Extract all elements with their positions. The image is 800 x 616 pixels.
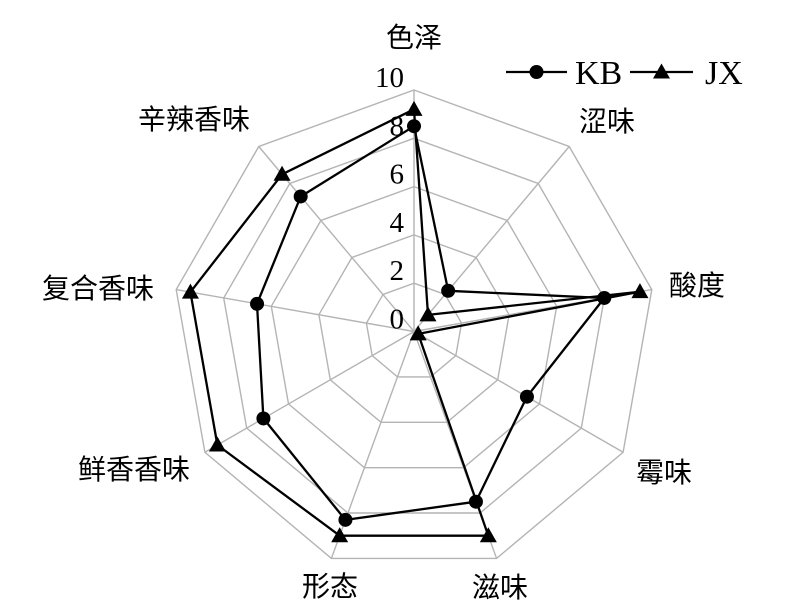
circle-icon — [441, 283, 456, 298]
circle-icon — [256, 411, 271, 426]
triangle-icon — [405, 100, 423, 116]
tick-label: 4 — [390, 207, 405, 239]
series-kb — [250, 119, 612, 527]
axis-label: 霉味 — [636, 457, 692, 489]
axis-spoke — [204, 330, 415, 453]
legend-label: KB — [575, 55, 622, 92]
axis-label: 复合香味 — [42, 273, 154, 305]
axis-label: 滋味 — [472, 572, 528, 604]
series-jx — [181, 100, 649, 543]
circle-icon — [338, 512, 353, 527]
triangle-icon — [331, 527, 349, 543]
triangle-icon — [479, 527, 497, 543]
axis-label: 形态 — [302, 571, 358, 603]
axis-label: 鲜香香味 — [78, 454, 190, 486]
axis-label: 辛辣香味 — [138, 104, 250, 136]
chart-legend: KB JX — [506, 55, 743, 92]
circle-icon — [519, 389, 534, 404]
legend-item-jx: JX — [630, 55, 743, 92]
tick-label: 6 — [390, 159, 405, 191]
tick-label: 2 — [390, 255, 405, 287]
circle-icon — [293, 189, 308, 204]
circle-icon — [529, 65, 544, 79]
triangle-icon — [653, 63, 670, 79]
series-line — [189, 108, 642, 537]
axis-spoke — [176, 288, 415, 333]
triangle-icon — [273, 165, 291, 181]
triangle-icon — [631, 283, 649, 299]
tick-label: 0 — [390, 304, 405, 336]
axis-spoke — [413, 146, 570, 332]
grid-ring — [222, 137, 606, 514]
grid-ring — [318, 234, 510, 423]
circle-icon — [250, 296, 265, 311]
triangle-icon — [181, 283, 199, 299]
axis-label: 涩味 — [579, 106, 635, 138]
grid-ring — [175, 89, 653, 560]
axis-label: 酸度 — [669, 270, 725, 302]
grid-ring — [365, 282, 463, 378]
triangle-icon — [409, 325, 427, 341]
tick-label: 10 — [375, 62, 404, 94]
triangle-icon — [419, 306, 437, 322]
grid-ring — [270, 185, 558, 469]
series-line — [255, 125, 606, 522]
legend-label: JX — [705, 55, 743, 92]
axis-spoke — [413, 330, 624, 453]
legend-item-kb: KB — [506, 55, 622, 92]
radar-grid — [175, 89, 653, 560]
triangle-icon — [208, 436, 226, 452]
axis-label: 色泽 — [386, 22, 442, 54]
